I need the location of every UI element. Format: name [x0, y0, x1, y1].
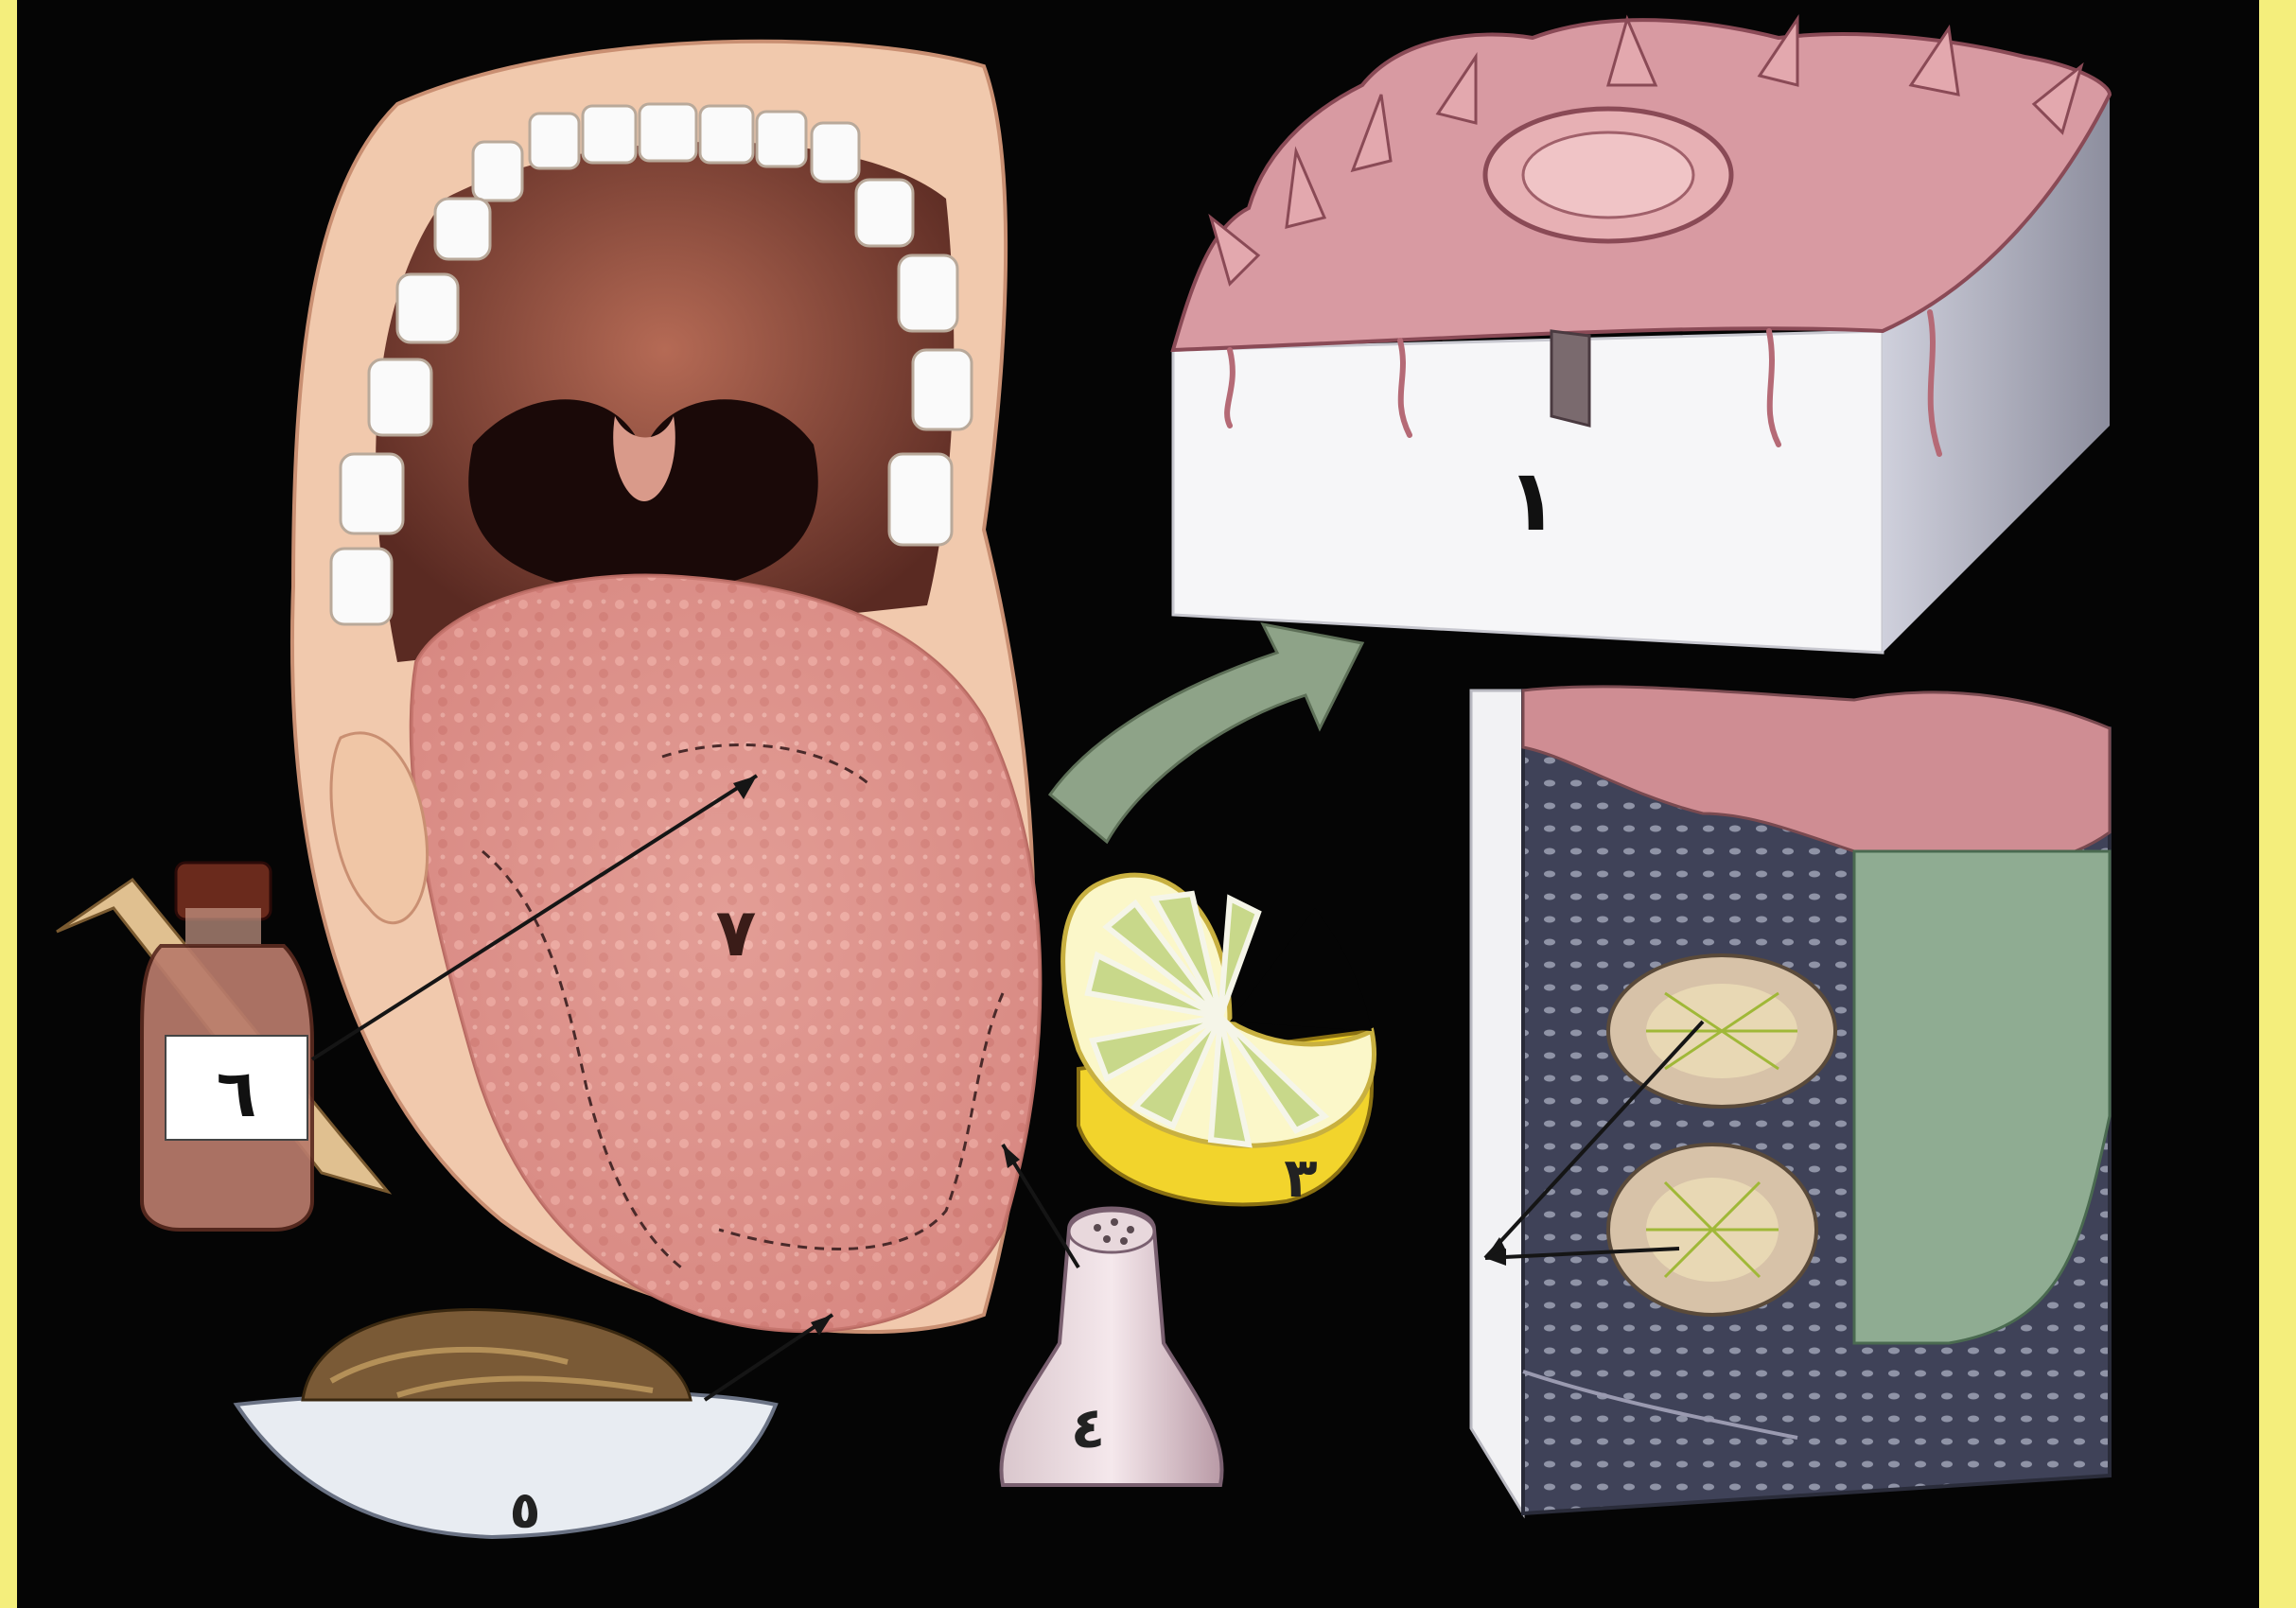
label-lemon: ٣	[1284, 1145, 1317, 1210]
label-salt-shaker: ٤	[1071, 1395, 1106, 1461]
taste-bud-section	[1471, 687, 2110, 1513]
label-tongue: ٧	[716, 894, 757, 971]
label-papillae: ١	[1507, 451, 1559, 551]
label-dish: ٥	[510, 1480, 541, 1540]
label-bottle: ٦	[217, 1055, 257, 1132]
